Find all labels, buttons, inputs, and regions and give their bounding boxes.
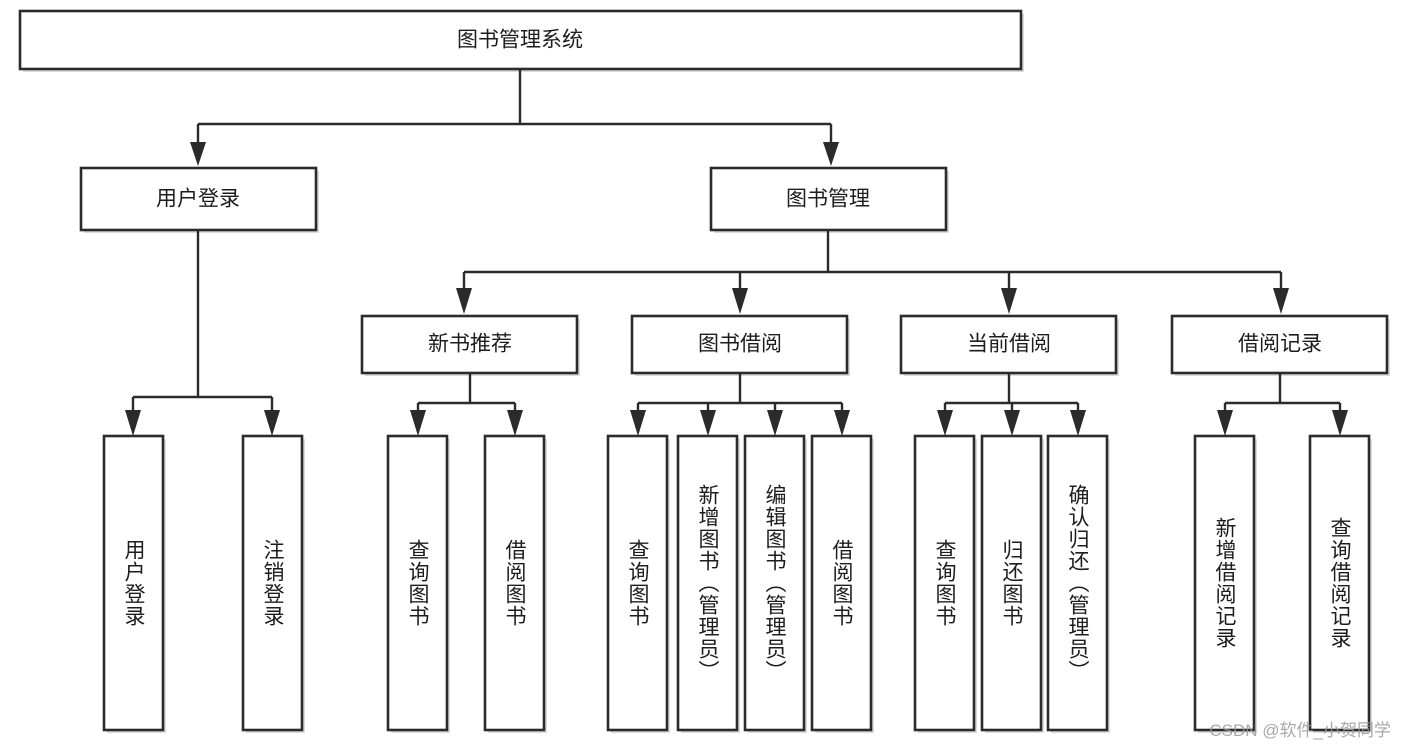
node-new-book-recommend-label: 新书推荐	[428, 333, 512, 356]
leaf-borrow-record-1[interactable]	[1308, 434, 1372, 733]
connector-book-borrow-children	[630, 373, 850, 436]
node-user-login-label: 用户登录	[156, 188, 240, 211]
leaf-current-borrow-0[interactable]	[913, 434, 977, 733]
node-book-management-label: 图书管理	[786, 188, 870, 211]
watermark: CSDN @软件_小贺同学	[1209, 721, 1391, 740]
node-borrow-record[interactable]: 借阅记录	[1170, 314, 1390, 376]
leaf-book-borrow-0[interactable]	[606, 434, 670, 733]
connector-book-management-children	[456, 230, 1289, 314]
leaf-book-borrow-2[interactable]	[743, 434, 807, 733]
node-user-login[interactable]: 用户登录	[79, 166, 319, 233]
leaf-new-book-recommend-0[interactable]	[386, 434, 450, 733]
node-new-book-recommend[interactable]: 新书推荐	[360, 314, 580, 376]
connector-root-trunk	[190, 69, 839, 166]
node-book-management[interactable]: 图书管理	[709, 166, 949, 233]
leaf-new-book-recommend-1[interactable]	[483, 434, 547, 733]
connector-new-book-recommend-children	[410, 373, 523, 436]
node-book-borrow[interactable]: 图书借阅	[630, 314, 850, 376]
leaf-user-login-1[interactable]	[241, 434, 305, 733]
connector-borrow-record-children	[1217, 373, 1348, 436]
leaf-current-borrow-1[interactable]	[980, 434, 1044, 733]
connector-current-borrow-children	[937, 373, 1086, 436]
leaf-borrow-record-0[interactable]	[1193, 434, 1257, 733]
leaf-current-borrow-2[interactable]	[1046, 434, 1110, 733]
leaf-user-login-0[interactable]	[102, 434, 166, 733]
node-root[interactable]: 图书管理系统	[18, 9, 1024, 72]
node-current-borrow-label: 当前借阅	[967, 333, 1051, 356]
node-root-label: 图书管理系统	[457, 29, 583, 52]
connector-user-login-children	[125, 230, 280, 436]
leaf-book-borrow-3[interactable]	[810, 434, 874, 733]
node-current-borrow[interactable]: 当前借阅	[899, 314, 1119, 376]
node-borrow-record-label: 借阅记录	[1238, 333, 1322, 356]
node-book-borrow-label: 图书借阅	[698, 333, 782, 356]
leaf-book-borrow-1[interactable]	[676, 434, 740, 733]
